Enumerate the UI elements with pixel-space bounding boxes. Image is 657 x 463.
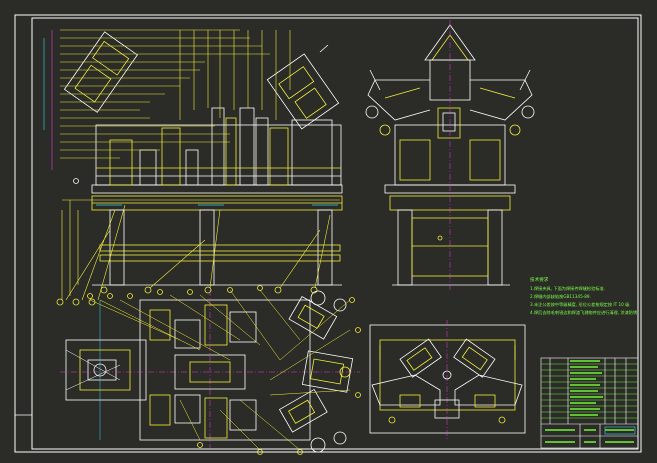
tech-requirement-item-2: 2.焊缝内部缺陷按GB11345-89. [530, 294, 591, 299]
detail-view [369, 320, 526, 440]
base-plate [91, 184, 343, 194]
tech-requirement-item-1: 1.焊接夹具, 下面为焊接件焊缝检验标准. [530, 286, 605, 291]
front-view [43, 29, 343, 306]
inner-border [31, 17, 639, 450]
technical-requirements: 技术要求 1.焊接夹具, 下面为焊接件焊缝检验标准. 2.焊缝内部缺陷按GB11… [530, 277, 648, 317]
tech-requirement-item-4: 4.焊后去除毛刺锐边和焊渣飞溅物并应进行清理, 涂漆防锈. [530, 310, 639, 315]
tech-requirement-item-3: 3.未注公差按中等级精度, 形位公差按规定按 IT 10 级. [530, 302, 631, 307]
plan-view [60, 285, 361, 455]
tech-requirements-title: 技术要求 [530, 278, 549, 283]
leg-right [317, 209, 333, 286]
outer-border [14, 14, 642, 453]
leg-left [109, 209, 125, 286]
title-block [540, 357, 639, 449]
side-view [365, 20, 535, 290]
